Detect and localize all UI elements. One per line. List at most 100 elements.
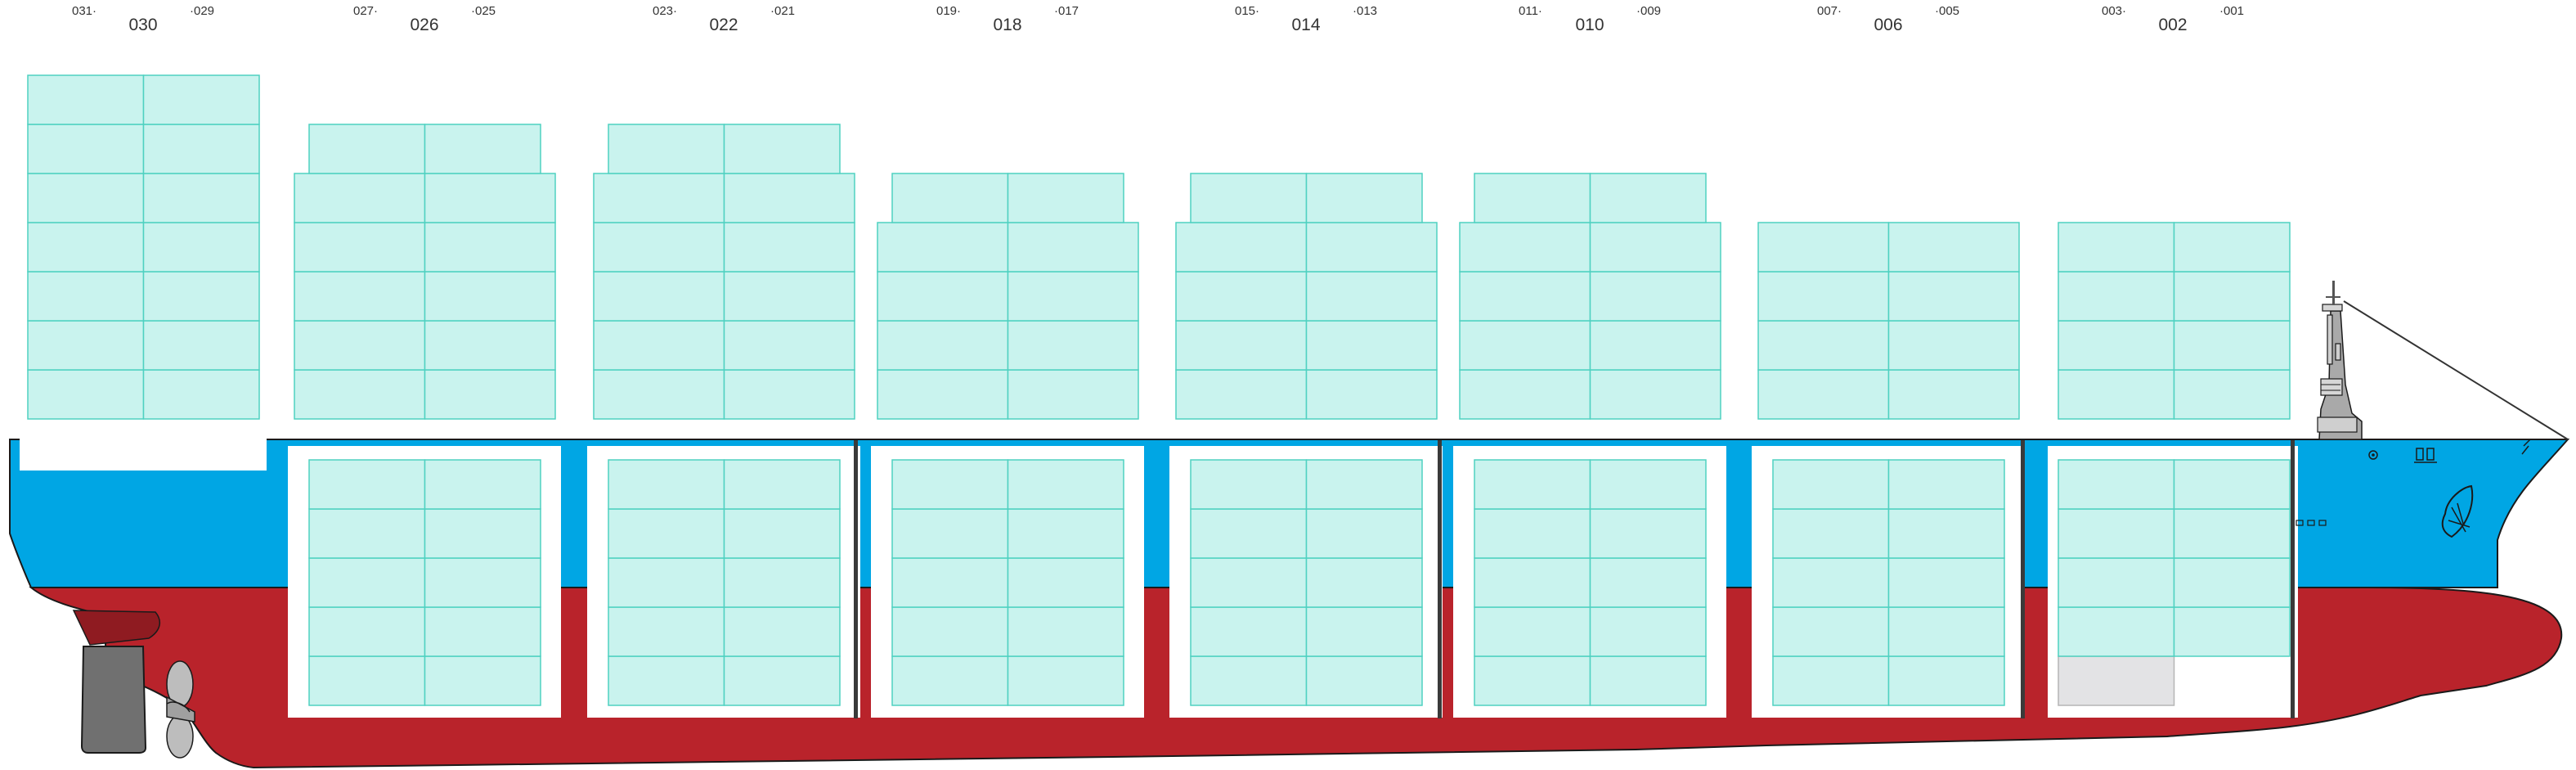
deck-container-bay-010-tier-4-left[interactable] bbox=[1459, 222, 1591, 272]
deck-container-bay-022-tier-1-right[interactable] bbox=[723, 369, 855, 420]
hold-container-bay-018-tier-1-left[interactable] bbox=[891, 655, 1009, 706]
deck-container-bay-022-tier-6-left[interactable] bbox=[608, 124, 725, 174]
hold-container-bay-014-tier-2-left[interactable] bbox=[1190, 606, 1308, 657]
deck-container-bay-030-tier-5-right[interactable] bbox=[142, 173, 260, 223]
hold-container-bay-022-tier-5-left[interactable] bbox=[608, 459, 725, 510]
deck-container-bay-030-tier-3-right[interactable] bbox=[142, 271, 260, 322]
hold-container-bay-018-tier-2-left[interactable] bbox=[891, 606, 1009, 657]
hold-container-bay-010-tier-3-left[interactable] bbox=[1474, 557, 1591, 608]
deck-container-bay-002-tier-1-left[interactable] bbox=[2058, 369, 2175, 420]
hold-container-bay-010-tier-2-right[interactable] bbox=[1589, 606, 1707, 657]
hold-container-bay-022-tier-4-right[interactable] bbox=[723, 508, 841, 559]
deck-container-bay-014-tier-4-right[interactable] bbox=[1305, 222, 1438, 272]
hold-container-bay-014-tier-5-right[interactable] bbox=[1305, 459, 1423, 510]
deck-container-bay-030-tier-4-left[interactable] bbox=[27, 222, 145, 272]
deck-container-bay-014-tier-1-left[interactable] bbox=[1175, 369, 1308, 420]
deck-container-bay-022-tier-3-right[interactable] bbox=[723, 271, 855, 322]
hold-container-bay-026-tier-3-left[interactable] bbox=[308, 557, 426, 608]
hold-container-bay-014-tier-1-left[interactable] bbox=[1190, 655, 1308, 706]
deck-container-bay-006-tier-4-left[interactable] bbox=[1757, 222, 1890, 272]
hold-container-bay-022-tier-2-left[interactable] bbox=[608, 606, 725, 657]
deck-container-bay-018-tier-2-right[interactable] bbox=[1007, 320, 1139, 371]
deck-container-bay-006-tier-2-left[interactable] bbox=[1757, 320, 1890, 371]
hold-container-bay-022-tier-5-right[interactable] bbox=[723, 459, 841, 510]
hold-container-bay-026-tier-1-right[interactable] bbox=[424, 655, 541, 706]
hold-container-bay-026-tier-2-left[interactable] bbox=[308, 606, 426, 657]
hold-container-bay-002-tier-5-left[interactable] bbox=[2058, 459, 2175, 510]
hold-container-bay-026-tier-4-right[interactable] bbox=[424, 508, 541, 559]
deck-container-bay-006-tier-1-right[interactable] bbox=[1887, 369, 2020, 420]
deck-container-bay-022-tier-6-right[interactable] bbox=[723, 124, 841, 174]
deck-container-bay-030-tier-5-left[interactable] bbox=[27, 173, 145, 223]
deck-container-bay-006-tier-2-right[interactable] bbox=[1887, 320, 2020, 371]
deck-container-bay-010-tier-3-left[interactable] bbox=[1459, 271, 1591, 322]
deck-container-bay-006-tier-1-left[interactable] bbox=[1757, 369, 1890, 420]
hold-container-bay-022-tier-1-left[interactable] bbox=[608, 655, 725, 706]
deck-container-bay-022-tier-4-left[interactable] bbox=[593, 222, 725, 272]
hold-container-bay-026-tier-5-left[interactable] bbox=[308, 459, 426, 510]
hold-container-bay-002-tier-3-right[interactable] bbox=[2173, 557, 2291, 608]
deck-container-bay-002-tier-4-right[interactable] bbox=[2173, 222, 2291, 272]
hold-container-bay-006-tier-1-right[interactable] bbox=[1887, 655, 2005, 706]
deck-container-bay-022-tier-3-left[interactable] bbox=[593, 271, 725, 322]
hold-container-bay-010-tier-2-left[interactable] bbox=[1474, 606, 1591, 657]
deck-container-bay-022-tier-5-left[interactable] bbox=[593, 173, 725, 223]
deck-container-bay-014-tier-5-right[interactable] bbox=[1305, 173, 1423, 223]
hold-container-bay-014-tier-3-right[interactable] bbox=[1305, 557, 1423, 608]
hold-container-bay-010-tier-5-right[interactable] bbox=[1589, 459, 1707, 510]
hold-container-bay-014-tier-2-right[interactable] bbox=[1305, 606, 1423, 657]
deck-container-bay-030-tier-7-left[interactable] bbox=[27, 74, 145, 125]
hold-container-bay-018-tier-5-right[interactable] bbox=[1007, 459, 1124, 510]
deck-container-bay-026-tier-4-left[interactable] bbox=[294, 222, 426, 272]
hold-container-bay-006-tier-3-right[interactable] bbox=[1887, 557, 2005, 608]
deck-container-bay-002-tier-3-left[interactable] bbox=[2058, 271, 2175, 322]
deck-container-bay-018-tier-3-left[interactable] bbox=[877, 271, 1009, 322]
deck-container-bay-018-tier-1-right[interactable] bbox=[1007, 369, 1139, 420]
deck-container-bay-014-tier-2-right[interactable] bbox=[1305, 320, 1438, 371]
deck-container-bay-018-tier-5-left[interactable] bbox=[891, 173, 1009, 223]
hold-container-bay-002-tier-4-left[interactable] bbox=[2058, 508, 2175, 559]
hold-container-bay-006-tier-2-left[interactable] bbox=[1772, 606, 1890, 657]
hold-container-bay-006-tier-1-left[interactable] bbox=[1772, 655, 1890, 706]
deck-container-bay-022-tier-1-left[interactable] bbox=[593, 369, 725, 420]
hold-container-bay-022-tier-1-right[interactable] bbox=[723, 655, 841, 706]
deck-container-bay-030-tier-7-right[interactable] bbox=[142, 74, 260, 125]
deck-container-bay-010-tier-2-left[interactable] bbox=[1459, 320, 1591, 371]
deck-container-bay-026-tier-2-right[interactable] bbox=[424, 320, 556, 371]
deck-container-bay-006-tier-4-right[interactable] bbox=[1887, 222, 2020, 272]
deck-container-bay-026-tier-6-right[interactable] bbox=[424, 124, 541, 174]
deck-container-bay-026-tier-2-left[interactable] bbox=[294, 320, 426, 371]
deck-container-bay-030-tier-1-right[interactable] bbox=[142, 369, 260, 420]
deck-container-bay-014-tier-3-right[interactable] bbox=[1305, 271, 1438, 322]
hold-container-bay-026-tier-2-right[interactable] bbox=[424, 606, 541, 657]
hold-container-bay-014-tier-4-right[interactable] bbox=[1305, 508, 1423, 559]
hold-container-bay-010-tier-4-right[interactable] bbox=[1589, 508, 1707, 559]
deck-container-bay-014-tier-2-left[interactable] bbox=[1175, 320, 1308, 371]
deck-container-bay-026-tier-1-right[interactable] bbox=[424, 369, 556, 420]
hold-container-bay-002-tier-1-left-empty[interactable] bbox=[2058, 655, 2175, 706]
deck-container-bay-014-tier-5-left[interactable] bbox=[1190, 173, 1308, 223]
deck-container-bay-010-tier-5-left[interactable] bbox=[1474, 173, 1591, 223]
hold-container-bay-022-tier-3-right[interactable] bbox=[723, 557, 841, 608]
hold-container-bay-014-tier-4-left[interactable] bbox=[1190, 508, 1308, 559]
deck-container-bay-030-tier-1-left[interactable] bbox=[27, 369, 145, 420]
hold-container-bay-002-tier-2-left[interactable] bbox=[2058, 606, 2175, 657]
deck-container-bay-030-tier-2-right[interactable] bbox=[142, 320, 260, 371]
deck-container-bay-022-tier-4-right[interactable] bbox=[723, 222, 855, 272]
hold-container-bay-010-tier-3-right[interactable] bbox=[1589, 557, 1707, 608]
hold-container-bay-018-tier-1-right[interactable] bbox=[1007, 655, 1124, 706]
hold-container-bay-002-tier-4-right[interactable] bbox=[2173, 508, 2291, 559]
deck-container-bay-026-tier-6-left[interactable] bbox=[308, 124, 426, 174]
deck-container-bay-030-tier-6-right[interactable] bbox=[142, 124, 260, 174]
hold-container-bay-026-tier-5-right[interactable] bbox=[424, 459, 541, 510]
hold-container-bay-010-tier-5-left[interactable] bbox=[1474, 459, 1591, 510]
hold-container-bay-006-tier-5-left[interactable] bbox=[1772, 459, 1890, 510]
hold-container-bay-002-tier-5-right[interactable] bbox=[2173, 459, 2291, 510]
hold-container-bay-018-tier-3-left[interactable] bbox=[891, 557, 1009, 608]
deck-container-bay-026-tier-4-right[interactable] bbox=[424, 222, 556, 272]
deck-container-bay-022-tier-2-right[interactable] bbox=[723, 320, 855, 371]
deck-container-bay-014-tier-1-right[interactable] bbox=[1305, 369, 1438, 420]
deck-container-bay-014-tier-3-left[interactable] bbox=[1175, 271, 1308, 322]
hold-container-bay-002-tier-3-left[interactable] bbox=[2058, 557, 2175, 608]
deck-container-bay-002-tier-4-left[interactable] bbox=[2058, 222, 2175, 272]
